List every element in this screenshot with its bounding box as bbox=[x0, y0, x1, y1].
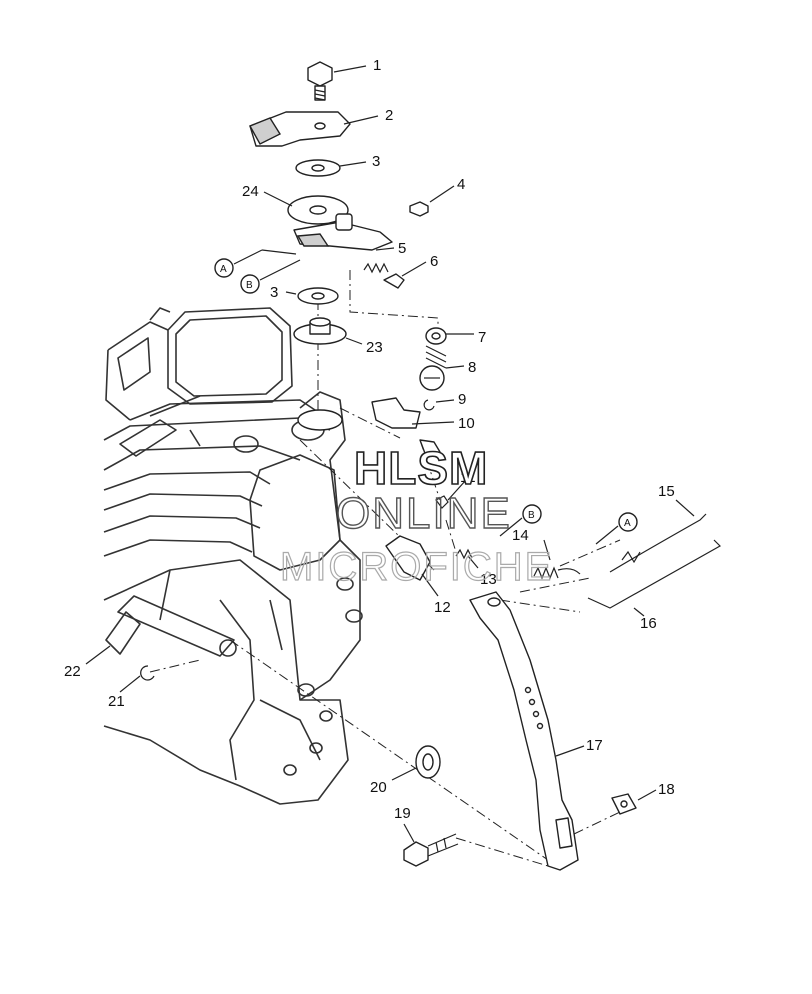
part-2-plate bbox=[249, 111, 351, 147]
ref-B-left: B bbox=[246, 280, 253, 291]
callout-3-lower: 3 bbox=[270, 284, 278, 301]
ref-A-right: A bbox=[624, 518, 631, 529]
callout-21: 21 bbox=[108, 693, 125, 710]
callout-5: 5 bbox=[398, 240, 406, 257]
part-3-washer-upper bbox=[295, 159, 341, 177]
reference-letters: A B B A bbox=[220, 264, 631, 529]
part-8-bolt bbox=[419, 345, 447, 391]
watermark-line-3: MICROFICHE bbox=[280, 545, 553, 589]
callout-2: 2 bbox=[385, 107, 393, 124]
watermark-line-1: HLSM bbox=[354, 442, 488, 494]
part-11-screw bbox=[419, 439, 449, 509]
watermark-line-2: ONLINE bbox=[336, 489, 512, 538]
part-10-bracket bbox=[297, 397, 421, 431]
part-14-spring bbox=[533, 566, 581, 580]
callout-23: 23 bbox=[366, 339, 383, 356]
callout-16: 16 bbox=[640, 615, 657, 632]
part-19-bolt bbox=[403, 833, 459, 867]
ref-A-left: A bbox=[220, 264, 227, 275]
callout-18: 18 bbox=[658, 781, 675, 798]
callout-13: 13 bbox=[480, 571, 497, 588]
callout-3-upper: 3 bbox=[372, 153, 380, 170]
part-16-linkage-rod bbox=[587, 539, 721, 609]
callout-8: 8 bbox=[468, 359, 476, 376]
part-17-control-lever bbox=[469, 591, 579, 871]
callout-9: 9 bbox=[458, 391, 466, 408]
callout-14: 14 bbox=[512, 527, 529, 544]
part-15-linkage-rod bbox=[609, 513, 707, 573]
part-20-washer bbox=[415, 745, 441, 779]
callout-labels: 1 2 3 4 24 5 6 3 23 7 8 9 10 11 14 13 12… bbox=[64, 57, 675, 822]
callout-24: 24 bbox=[242, 183, 259, 200]
part-24-control-bracket bbox=[287, 195, 393, 251]
callout-7: 7 bbox=[478, 329, 486, 346]
part-13-spring bbox=[455, 548, 473, 560]
callout-12: 12 bbox=[434, 599, 451, 616]
part-5-spring bbox=[363, 262, 389, 274]
callout-19: 19 bbox=[394, 805, 411, 822]
part-9-clip bbox=[423, 399, 435, 411]
callout-15: 15 bbox=[658, 483, 675, 500]
leader-lines bbox=[85, 65, 695, 843]
callout-10: 10 bbox=[458, 415, 475, 432]
callout-20: 20 bbox=[370, 779, 387, 796]
engine-block bbox=[103, 307, 363, 805]
watermark: HLSM ONLINE MICROFICHE bbox=[279, 441, 553, 589]
part-7-nut bbox=[425, 327, 447, 345]
callout-17: 17 bbox=[586, 737, 603, 754]
callout-11: 11 bbox=[460, 469, 476, 486]
part-18-nut bbox=[611, 793, 637, 815]
callout-6: 6 bbox=[430, 253, 438, 270]
part-1-bolt bbox=[307, 61, 333, 101]
part-12-bracket bbox=[385, 535, 431, 581]
callout-4: 4 bbox=[457, 176, 465, 193]
part-21-clip bbox=[140, 665, 155, 681]
part-3-washer-lower bbox=[297, 287, 339, 305]
part-6-screw bbox=[383, 273, 405, 289]
ref-B-right: B bbox=[528, 510, 535, 521]
callout-1: 1 bbox=[373, 57, 381, 74]
part-4-screw bbox=[409, 201, 429, 217]
part-23-bushing bbox=[293, 317, 347, 345]
reference-circles bbox=[214, 249, 638, 545]
callout-22: 22 bbox=[64, 663, 81, 680]
